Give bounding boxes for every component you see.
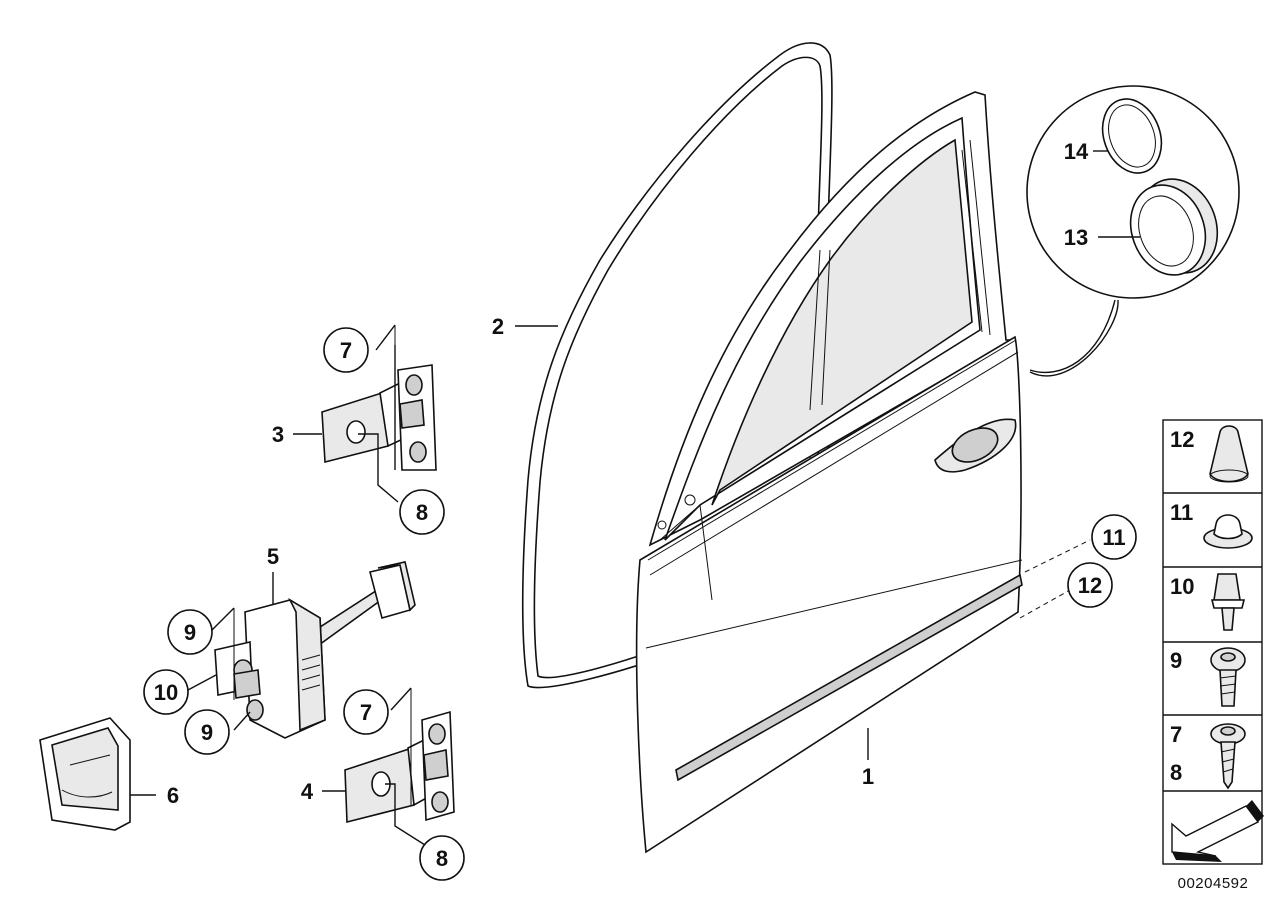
callout-11: 11 bbox=[1091, 514, 1137, 560]
legend-label: 10 bbox=[1170, 574, 1194, 599]
callout-7-upper: 7 bbox=[323, 327, 369, 373]
callout-label: 10 bbox=[154, 680, 178, 705]
callout-label: 8 bbox=[436, 846, 448, 871]
legend-row-7-8: 7 8 bbox=[1170, 722, 1246, 790]
lower-hinge-part bbox=[344, 688, 455, 824]
callout-label: 8 bbox=[416, 500, 428, 525]
callout-label: 7 bbox=[340, 338, 352, 363]
rubber-boot-part bbox=[39, 717, 131, 831]
door-shell-part bbox=[635, 91, 1023, 854]
label-part-4: 4 bbox=[301, 779, 314, 804]
legend-row-10: 10 bbox=[1170, 573, 1246, 631]
callout-7-lower: 7 bbox=[343, 689, 389, 735]
legend-row-12: 12 bbox=[1170, 425, 1249, 483]
callout-8-upper: 8 bbox=[399, 489, 445, 535]
callout-label: 9 bbox=[201, 720, 213, 745]
label-part-5: 5 bbox=[267, 544, 279, 569]
door-check-part bbox=[214, 561, 416, 739]
legend-label: 9 bbox=[1170, 648, 1182, 673]
label-part-2: 2 bbox=[492, 314, 504, 339]
legend-label: 7 bbox=[1170, 722, 1182, 747]
legend-row-11: 11 bbox=[1170, 500, 1253, 549]
leader-lines bbox=[130, 150, 1140, 846]
label-part-14: 14 bbox=[1064, 139, 1089, 164]
fastener-legend: 12 11 10 9 7 8 bbox=[1162, 419, 1264, 865]
callout-label: 9 bbox=[184, 620, 196, 645]
legend-label: 11 bbox=[1170, 500, 1193, 525]
legend-row-9: 9 bbox=[1170, 647, 1246, 707]
callout-9-upper: 9 bbox=[167, 609, 213, 655]
upper-hinge-part bbox=[321, 325, 437, 471]
label-part-6: 6 bbox=[167, 783, 179, 808]
callout-9-lower: 9 bbox=[184, 709, 230, 755]
label-part-3: 3 bbox=[272, 422, 284, 447]
callout-label: 11 bbox=[1102, 525, 1125, 550]
cone-cap-icon bbox=[1209, 425, 1249, 483]
plug-inset-detail bbox=[1026, 85, 1240, 377]
rivet-icon bbox=[1213, 573, 1241, 601]
label-part-1: 1 bbox=[862, 764, 874, 789]
callout-label: 12 bbox=[1078, 573, 1102, 598]
callout-10: 10 bbox=[143, 669, 189, 715]
legend-label: 12 bbox=[1170, 427, 1194, 452]
label-part-13: 13 bbox=[1064, 225, 1088, 250]
legend-label-2: 8 bbox=[1170, 760, 1182, 785]
callout-12: 12 bbox=[1067, 562, 1113, 608]
callout-8-lower: 8 bbox=[419, 835, 465, 881]
direction-arrow-icon bbox=[1171, 800, 1264, 862]
callout-label: 7 bbox=[360, 700, 372, 725]
diagram-id: 00204592 bbox=[1178, 875, 1249, 892]
